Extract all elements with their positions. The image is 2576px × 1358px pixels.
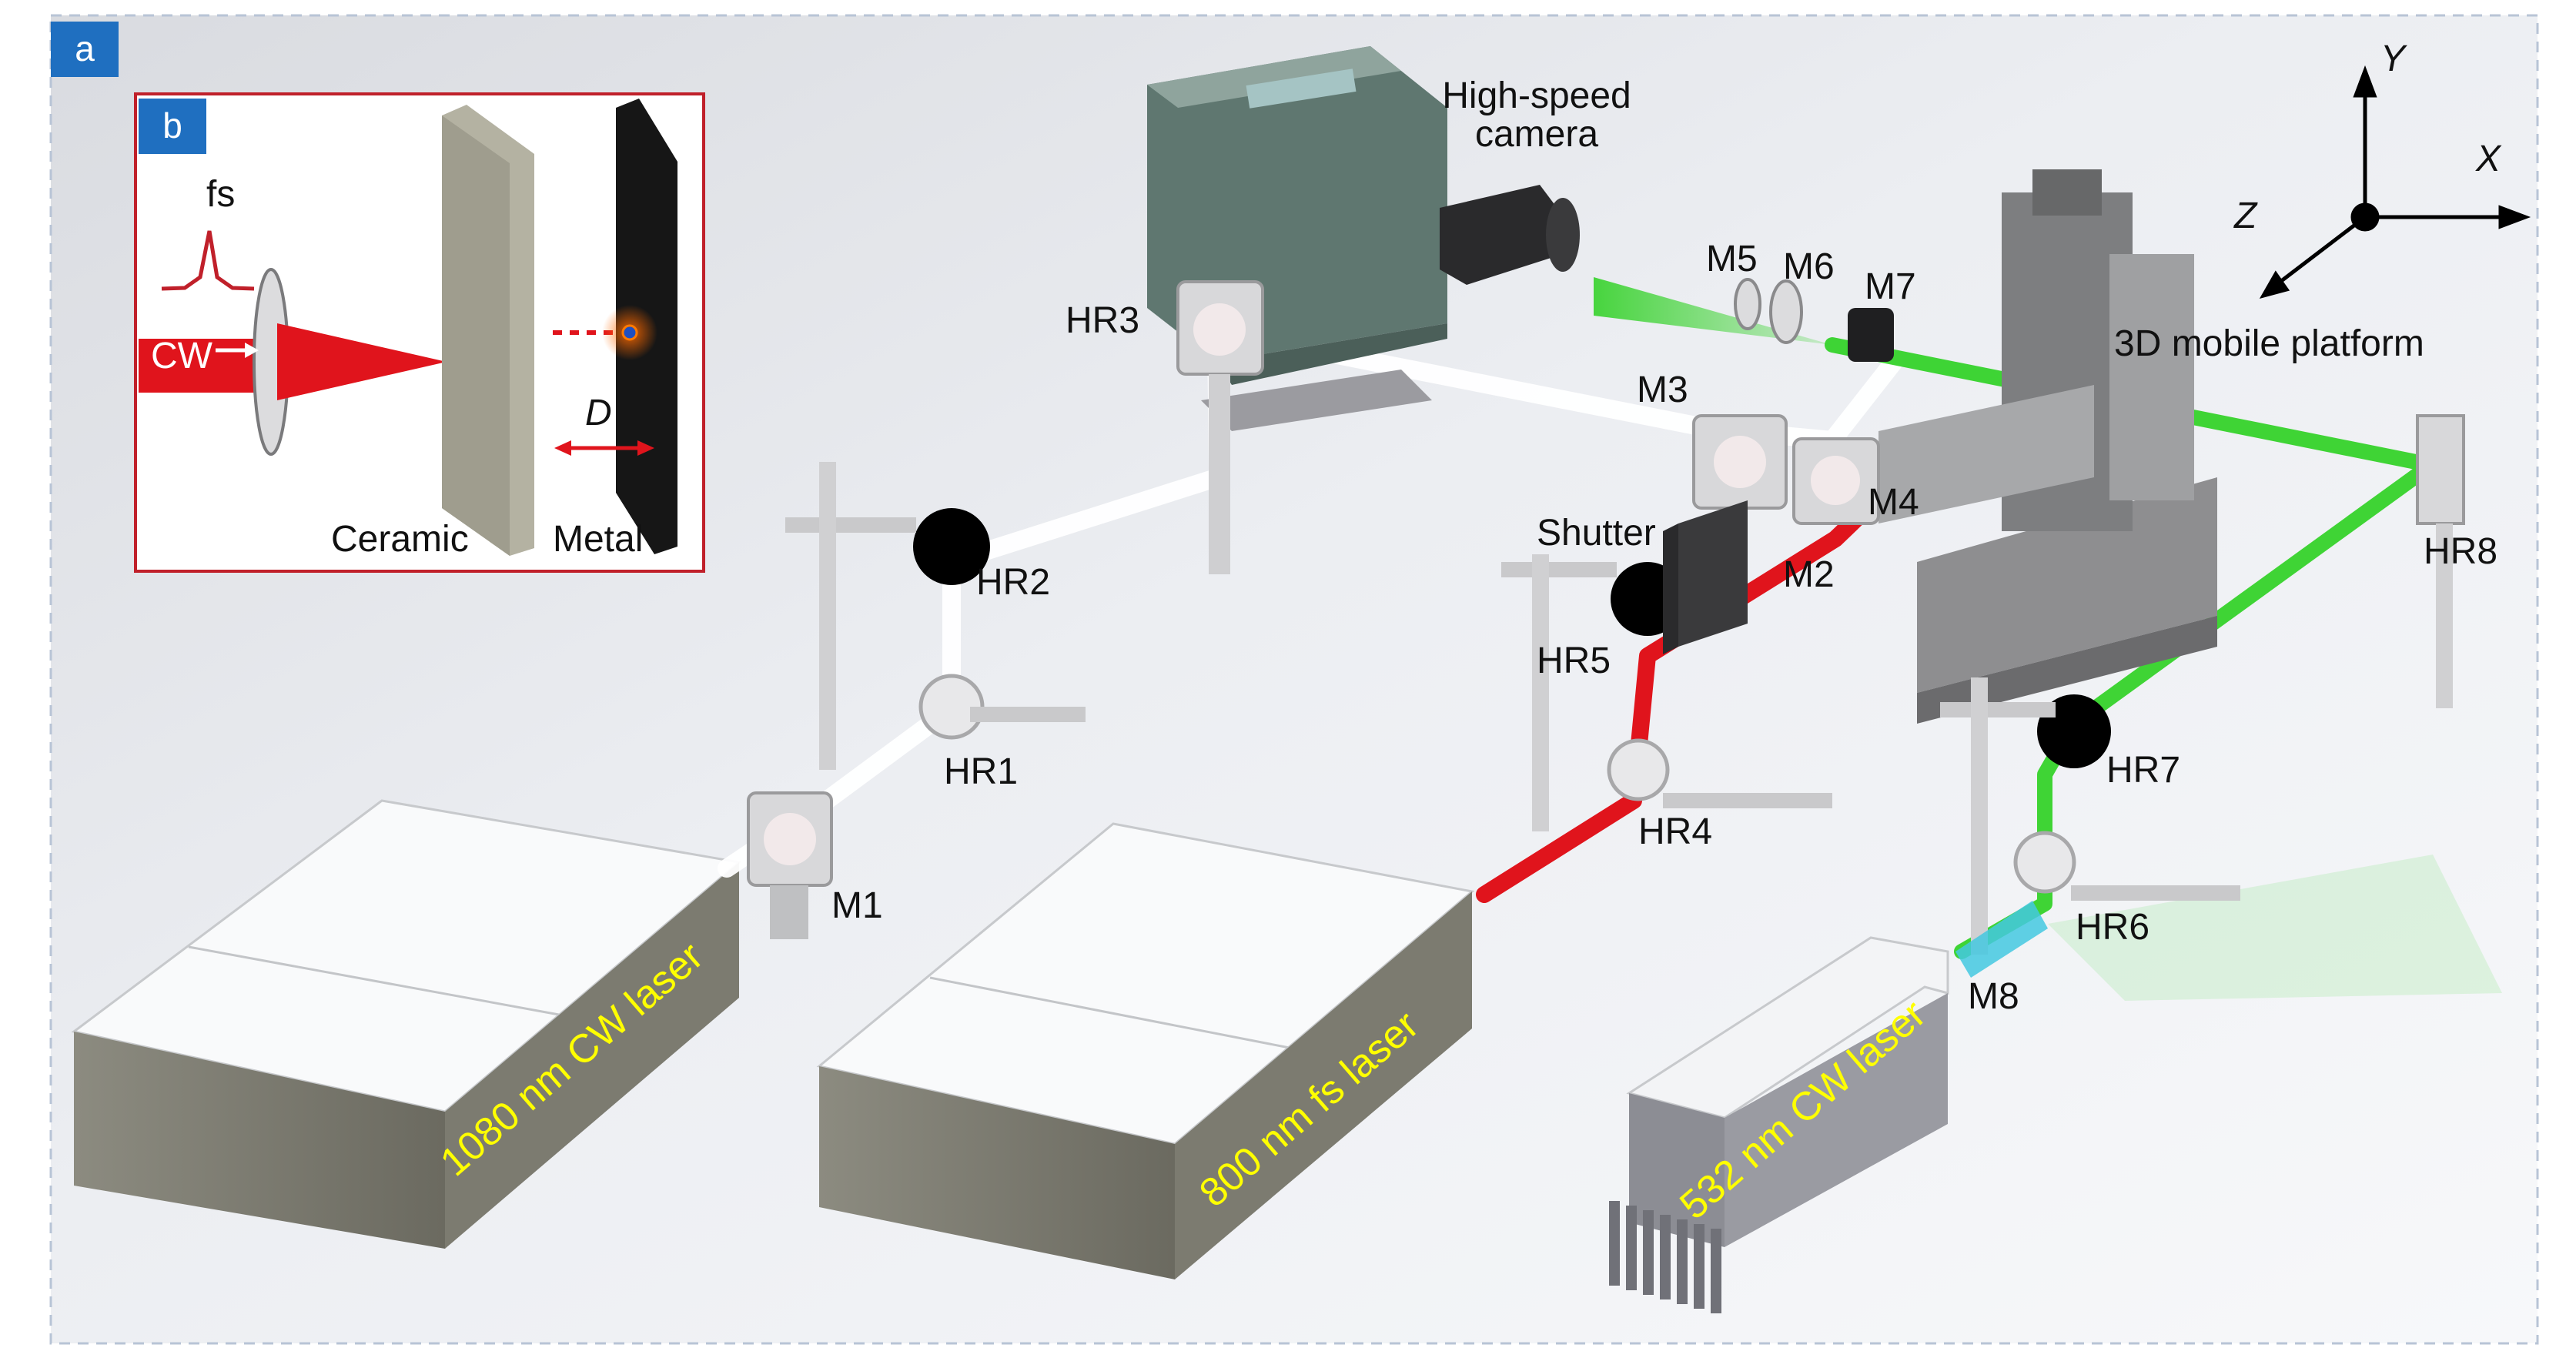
hr3-label: HR3	[1066, 300, 1140, 341]
mount-m5-m7	[1734, 278, 1894, 362]
mobile-platform	[1878, 169, 2217, 724]
hr4-label: HR4	[1638, 811, 1713, 852]
mount-hr3	[1176, 280, 1264, 574]
mount-hr6	[2013, 831, 2240, 901]
m5-label: M5	[1706, 239, 1758, 279]
m4-label: M4	[1868, 482, 1919, 523]
laser-532-box	[1609, 936, 1949, 1313]
m7-label: M7	[1865, 266, 1916, 307]
frame-border	[49, 14, 2539, 1345]
m1-label: M1	[831, 885, 883, 926]
beam-532-reflection	[2048, 855, 2502, 1001]
axis-y-label: Y	[2380, 38, 2406, 79]
axis-x-label: X	[2476, 139, 2501, 179]
mount-m8	[1955, 901, 2048, 978]
camera-label-line2: camera	[1474, 114, 1599, 156]
hr6-label: HR6	[2076, 907, 2150, 948]
mount-hr8	[2416, 414, 2465, 708]
hr1-label: HR1	[944, 751, 1019, 792]
fs-pulse	[161, 230, 255, 291]
mount-m1	[747, 791, 833, 939]
shutter-label: Shutter	[1537, 513, 1656, 554]
hr7-label: HR7	[2106, 750, 2181, 791]
inset-b	[134, 92, 705, 573]
m8-label: M8	[1968, 976, 2019, 1017]
m2-label: M2	[1783, 554, 1835, 595]
inset-fs-label: fs	[206, 174, 236, 215]
mount-hr5	[1501, 554, 1684, 831]
hr2-label: HR2	[976, 562, 1051, 603]
platform-label: 3D mobile platform	[2114, 323, 2424, 364]
inset-metal-label: Metal	[553, 519, 644, 560]
m6-label: M6	[1783, 246, 1835, 287]
coordinate-axes	[2259, 65, 2531, 299]
inset-cw-label: CW	[151, 336, 212, 376]
camera-label: High-speed camera	[1421, 75, 1652, 156]
panel-a-tag: a	[51, 22, 119, 77]
inset-distance-label: D	[585, 393, 612, 433]
mount-hr1	[918, 674, 1086, 740]
camera-label-line1: High-speed	[1442, 75, 1631, 116]
panel-b-tag: b	[139, 99, 206, 154]
m3-label: M3	[1637, 370, 1688, 410]
shutter-block	[1663, 500, 1748, 654]
mount-hr4	[1607, 738, 1832, 808]
hr8-label: HR8	[2424, 531, 2498, 572]
mount-m3-m4	[1692, 414, 1880, 525]
mount-hr7	[1940, 677, 2111, 955]
hr5-label: HR5	[1537, 641, 1611, 681]
laser-800-box	[816, 822, 1475, 1279]
axis-z-label: Z	[2234, 196, 2257, 236]
inset-ceramic-label: Ceramic	[331, 519, 469, 560]
mount-hr2	[785, 462, 990, 770]
heat-sink	[1609, 1201, 1721, 1313]
